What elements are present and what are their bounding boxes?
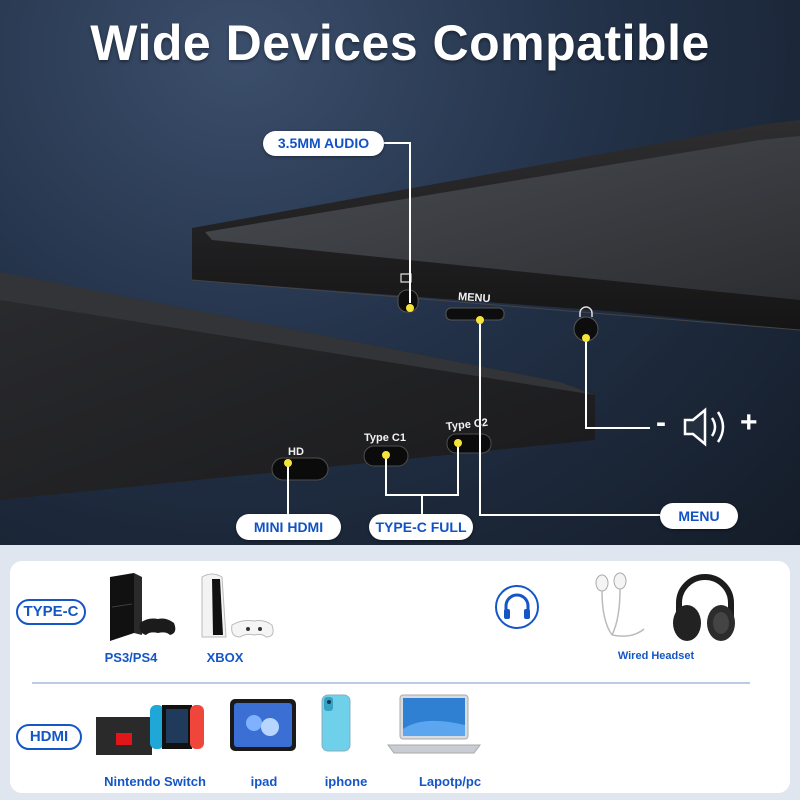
- upper-monitor: [191, 120, 800, 331]
- earphones-icon: [595, 572, 645, 637]
- port-label-hd: HD: [288, 446, 304, 458]
- speaker-icon: [683, 407, 725, 447]
- hdmi-tag: HDMI: [16, 724, 82, 750]
- device-label-wired-headset: Wired Headset: [617, 650, 695, 662]
- device-label-iphone: iphone: [324, 774, 368, 789]
- ps4-console-icon: [110, 573, 176, 641]
- volume-minus: -: [656, 406, 666, 439]
- tablet-icon: [230, 699, 296, 751]
- device-label-ps4: PS3/PS4: [104, 650, 158, 665]
- game-console-icon: [201, 573, 274, 638]
- row-divider: [32, 682, 750, 684]
- port-label-menu: MENU: [457, 290, 491, 306]
- page-title: Wide Devices Compatible: [90, 15, 710, 71]
- device-label-ipad: ipad: [250, 774, 278, 789]
- type-c-callout: TYPE-C FULL: [369, 514, 473, 540]
- lower-monitor: [0, 272, 595, 500]
- laptop-icon: [387, 694, 481, 754]
- device-label-laptop: Lapotp/pc: [418, 774, 482, 789]
- port-label-type-c1: Type C1: [364, 432, 406, 444]
- headphone-badge-icon: [495, 585, 539, 629]
- compatibility-section: TYPE-C HDMI PS3/PS4 XBOX: [0, 545, 800, 800]
- mini-hdmi-callout: MINI HDMI: [236, 514, 341, 540]
- compatibility-panel: TYPE-C HDMI PS3/PS4 XBOX: [10, 561, 790, 793]
- smartphone-icon: [321, 694, 351, 752]
- monitor-illustration: [0, 120, 800, 528]
- type-c-tag: TYPE-C: [16, 599, 86, 625]
- headset-icon: [673, 574, 735, 641]
- hero-area: Wide Devices Compatible 3.5MM AUDIO MINI…: [0, 0, 800, 545]
- menu-callout: MENU: [660, 503, 738, 529]
- callout-dots: [284, 304, 590, 467]
- device-label-nintendo-switch: Nintendo Switch: [104, 774, 206, 789]
- audio-callout: 3.5MM AUDIO: [263, 131, 384, 156]
- volume-plus: +: [740, 406, 758, 439]
- nintendo-switch-icon: [96, 705, 204, 755]
- device-label-xbox: XBOX: [206, 650, 244, 665]
